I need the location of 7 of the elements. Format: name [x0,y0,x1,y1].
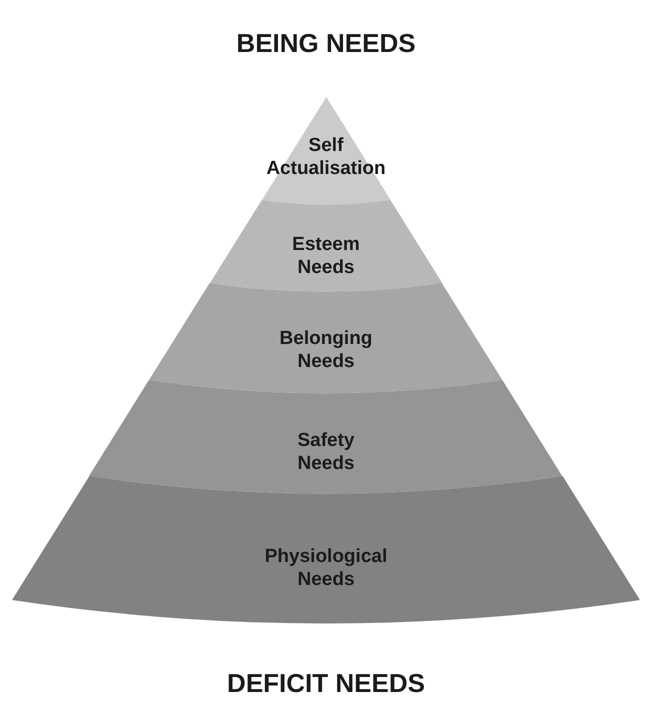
level-label: Belonging Needs [278,327,374,373]
level-label: Self Actualisation [265,134,387,180]
heading-label: DEFICIT NEEDS [227,668,425,699]
level-label: Safety Needs [296,429,356,475]
level-label: Physiological Needs [264,545,388,591]
level-label: Esteem Needs [291,233,361,279]
heading-label: BEING NEEDS [236,28,416,59]
